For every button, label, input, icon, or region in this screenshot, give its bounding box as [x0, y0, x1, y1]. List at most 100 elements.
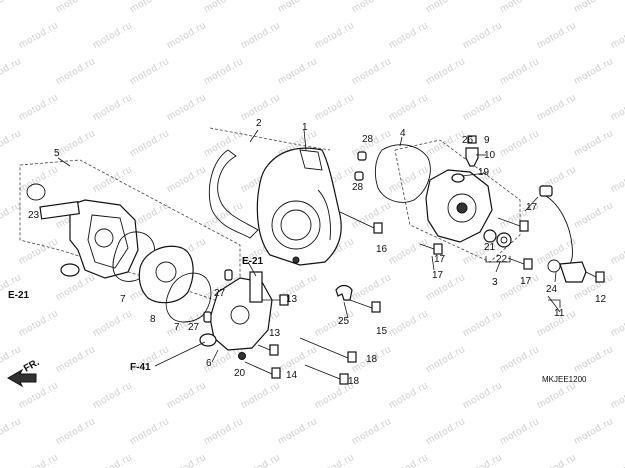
water-pump-cover-inlet — [199, 333, 217, 347]
diagram-code: MKJEE1200 — [542, 375, 587, 384]
callout: 20 — [234, 368, 246, 379]
callout: 10 — [484, 150, 496, 161]
callout: 25 — [338, 316, 350, 327]
sensor-11 — [559, 261, 587, 283]
dowel-28-bottom — [354, 171, 364, 181]
seal-22-inner — [500, 236, 508, 244]
water-pump-cover-outlet — [249, 271, 263, 303]
bolt-17-c — [507, 257, 533, 270]
water-pump-impeller — [94, 228, 114, 248]
gasket-2 — [208, 149, 259, 239]
callout: 13 — [286, 294, 298, 305]
callout: 8 — [150, 314, 156, 325]
gasket-4 — [374, 144, 431, 203]
o-ring-23 — [26, 183, 46, 201]
callout: 7 — [120, 294, 126, 305]
callout: 11 — [554, 308, 565, 319]
ref-f41: F-41 — [130, 362, 151, 373]
dowel-pin-27-top — [224, 269, 233, 281]
callout: 18 — [366, 354, 378, 365]
cover-1-bolt-hole — [292, 256, 300, 264]
plate-8 — [138, 245, 194, 304]
water-pump-cover-ring — [230, 305, 250, 325]
callout: 24 — [546, 284, 558, 295]
water-pump-body — [69, 199, 139, 279]
o-ring-19 — [451, 173, 465, 183]
bolt-13-bottom — [257, 344, 279, 356]
callout: 14 — [286, 370, 298, 381]
gasket-7-right — [165, 272, 212, 323]
sensor-wire — [545, 195, 573, 269]
cover-1-top-boss — [299, 149, 323, 171]
bolt-17-a — [497, 217, 529, 232]
sensor-connector — [539, 185, 553, 197]
cover-1 — [256, 147, 342, 266]
callout: 26 — [462, 135, 474, 146]
callout: 1 — [302, 122, 308, 133]
bolt-13-top — [262, 294, 289, 306]
callout: 7 — [174, 322, 180, 333]
ref-f41-leader — [154, 341, 206, 367]
bolt-17-b — [419, 243, 443, 255]
ref-e21-left: E-21 — [8, 290, 30, 301]
callout: 27 — [214, 288, 226, 299]
water-pump-inlet — [60, 263, 80, 277]
dowel-pin-27-bottom — [203, 311, 212, 323]
callout: 2 — [256, 118, 262, 129]
leader-lines — [57, 129, 561, 363]
callout: 9 — [484, 135, 490, 146]
ref-e21-mid: E-21 — [242, 256, 264, 267]
callout: 18 — [348, 376, 360, 387]
seal-22 — [496, 232, 512, 248]
washer-20 — [238, 352, 246, 360]
callout: 22 — [496, 254, 508, 265]
callout: 27 — [188, 322, 200, 333]
dowel-28-top — [357, 151, 367, 161]
water-pump-shaft — [39, 201, 80, 220]
gasket-frame — [209, 127, 331, 151]
water-pump-impeller-housing — [87, 214, 129, 269]
clamp-25 — [335, 284, 353, 301]
callout: 13 — [269, 328, 281, 339]
callout: 28 — [352, 182, 364, 193]
oil-pump-rotor — [447, 193, 477, 223]
cover-1-inner-ring — [280, 209, 312, 241]
oil-pump-shaft — [456, 202, 468, 214]
bolt-18-top — [299, 337, 357, 363]
callout: 21 — [484, 242, 496, 253]
oil-pump-assembly-frame — [394, 139, 521, 263]
callout: 15 — [376, 326, 388, 337]
bearing-21 — [483, 229, 497, 243]
callout: 23 — [28, 210, 40, 221]
callout: 17 — [520, 276, 532, 287]
callout: 17 — [526, 202, 538, 213]
callout: 4 — [400, 128, 406, 139]
callout: 28 — [362, 134, 374, 145]
bolt-18-bottom — [304, 364, 349, 385]
callout: 12 — [595, 294, 607, 305]
bolt-12 — [585, 271, 605, 283]
bolt-15 — [349, 299, 381, 313]
callout: 19 — [478, 167, 490, 178]
bracket-11 — [548, 299, 561, 308]
switch-10 — [465, 147, 479, 167]
cap-26 — [467, 135, 477, 144]
cover-1-ring — [271, 200, 321, 250]
cover-1-rib — [317, 189, 331, 241]
callout: 17 — [434, 254, 446, 265]
front-arrow-icon — [6, 368, 37, 388]
plate-8-hole — [155, 261, 177, 283]
bolt-14 — [244, 361, 281, 379]
o-ring-24 — [547, 259, 561, 273]
callout: 6 — [206, 358, 212, 369]
bracket-3 — [485, 256, 511, 263]
bolt-16 — [339, 211, 383, 234]
callout: 17 — [432, 270, 444, 281]
callout: 5 — [54, 148, 60, 159]
callout: 16 — [376, 244, 388, 255]
direction-label: FR. — [22, 357, 42, 375]
callout: 3 — [492, 277, 498, 288]
callout-numbers: 1 2 3 4 5 6 7 8 7 9 10 11 12 13 13 14 15… — [28, 118, 607, 387]
